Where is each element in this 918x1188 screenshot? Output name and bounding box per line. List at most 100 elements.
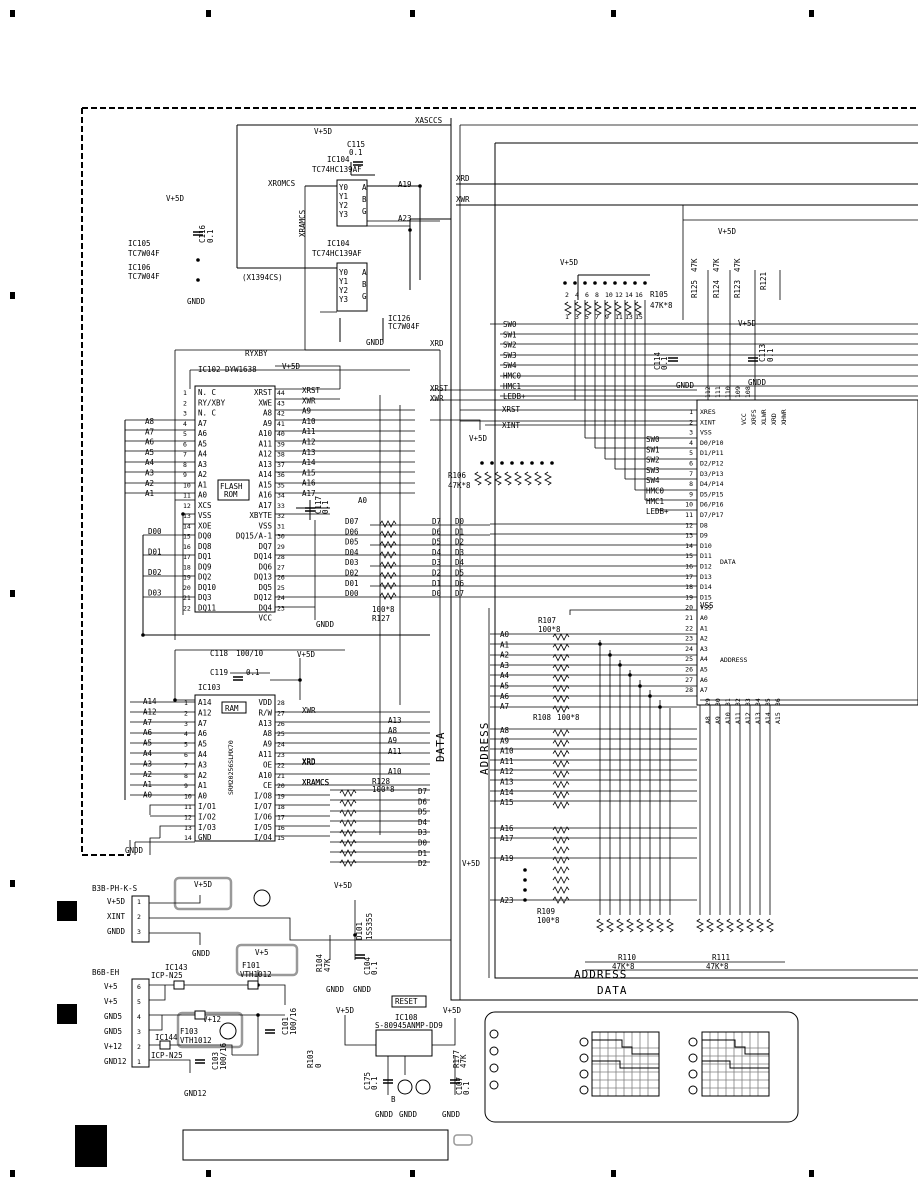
- big-ic-bottom-pin: A14: [764, 712, 772, 724]
- ic143-body: [173, 980, 185, 990]
- ic102-left-num: 17: [183, 553, 191, 561]
- ram-left-net: A4: [143, 749, 153, 758]
- big-ic-num: 23: [685, 635, 693, 643]
- ic102-left-pin: DQ0: [198, 532, 212, 541]
- r105-element: [604, 301, 612, 316]
- ic103-left-num: 9: [184, 782, 188, 790]
- junction-dot: [613, 281, 617, 285]
- r111-element: [726, 918, 734, 933]
- big-ic-num: 24: [685, 645, 693, 653]
- r110-val: 47K*8: [612, 962, 635, 971]
- junction-dot: [583, 281, 587, 285]
- ram-right-net: A8: [388, 726, 398, 735]
- ram-right-net: XWR: [302, 706, 316, 715]
- ic102-left-num: 21: [183, 594, 191, 602]
- r127-element: [379, 540, 397, 549]
- net-xrd-2: XRD: [430, 339, 444, 348]
- gndd-label: GNDD: [326, 985, 345, 994]
- big-ic-num: 21: [685, 614, 693, 622]
- rom-data-net: D00: [148, 527, 162, 536]
- r107-element: [552, 705, 570, 713]
- rom-dq-net: D02: [345, 569, 359, 578]
- sw-net: SW1: [503, 330, 517, 339]
- reset-box: [391, 995, 427, 1008]
- big-ic-num: 6: [689, 460, 693, 468]
- r111-element: [766, 918, 774, 933]
- r105-pin-num: 7: [595, 313, 599, 321]
- c116-symbol: [193, 231, 203, 236]
- c175-symbol: [383, 1079, 393, 1084]
- ic102-left-num: 20: [183, 584, 191, 592]
- ic103-ref: IC103: [198, 683, 221, 692]
- r104-val: 47K: [323, 958, 332, 972]
- c107-ref: C107: [455, 1077, 464, 1095]
- r127-ref: R127: [372, 614, 390, 623]
- addr-bus-label-3: A19: [500, 854, 514, 863]
- r105-element: [594, 301, 602, 316]
- ic103-right-num: 15: [277, 834, 285, 842]
- ic144-ref: IC144: [155, 1033, 178, 1042]
- big-ic-pin: D5/P15: [700, 490, 724, 498]
- big-ic-num: 26: [685, 666, 693, 674]
- r109-element: [552, 846, 570, 854]
- page-corner-block: [75, 1125, 107, 1167]
- addr-bus-label-3: A16: [500, 824, 514, 833]
- r110-element: [656, 918, 664, 933]
- rom-right-net: A17: [302, 489, 316, 498]
- ic103-left-pin: I/O3: [198, 823, 216, 832]
- f101-body: [247, 980, 259, 990]
- ic102-left-pin: DQ10: [198, 583, 217, 592]
- addr-bus-label: A6: [500, 692, 510, 701]
- big-ic-bottom-pin: A9: [714, 716, 722, 724]
- r124-val: 47K: [712, 258, 721, 272]
- ic103-left-num: 14: [184, 834, 192, 842]
- b6b-pin-label: V+5: [104, 997, 118, 1006]
- power-label-v: V+5D: [560, 258, 579, 267]
- big-ic-num: 10: [685, 501, 693, 509]
- ram-right-net: A10: [388, 767, 402, 776]
- big-ic-top-name: XRFS: [750, 409, 758, 425]
- gndd-label: GNDD: [316, 620, 335, 629]
- ic103-right-num: 28: [277, 699, 285, 707]
- c118-val: 100/10: [236, 649, 264, 658]
- net-xwr-2: XWR: [430, 394, 444, 403]
- r123-ref: R123: [733, 280, 742, 298]
- ic103-right-num: 24: [277, 741, 285, 749]
- r106-element: [484, 471, 492, 486]
- r107-element: [552, 653, 570, 662]
- ram-left-net: A5: [143, 739, 152, 748]
- gndd-label: GNDD: [442, 1110, 461, 1119]
- rom-right-net: A11: [302, 427, 316, 436]
- big-ic-top-name: XRD: [770, 413, 778, 425]
- ic104a-body: [336, 179, 368, 227]
- rom-right-net: A14: [302, 458, 316, 467]
- r105-pin-num: 1: [565, 313, 569, 321]
- big-ic-bottom-pin: A11: [734, 712, 742, 724]
- sw-net: SW0: [503, 320, 517, 329]
- net-x1394: (X1394CS): [242, 273, 283, 282]
- r121-ref: R121: [759, 272, 768, 290]
- big-ic-bottom-pin: A13: [754, 712, 762, 724]
- ram-data-net: D2: [418, 859, 427, 868]
- big-ic-pin: D13: [700, 573, 712, 581]
- ic102-right-num: 24: [277, 594, 285, 602]
- ic103-left-pin: A14: [198, 698, 212, 707]
- junction-dot: [196, 278, 200, 282]
- ram-box: [221, 701, 247, 714]
- ic102-right-pin: A16: [258, 491, 272, 500]
- ic108-ref: IC108: [395, 1013, 418, 1022]
- ic102-right-num: 42: [277, 410, 285, 418]
- ram-data-net: D1: [418, 849, 427, 858]
- ic103-part: SRM20256SLMX70: [227, 740, 235, 795]
- data-bus-label: D6: [432, 527, 442, 536]
- big-ic-pin: A3: [700, 645, 708, 653]
- junction-dot: [623, 281, 627, 285]
- ic104a-pin: Y2: [339, 201, 348, 210]
- junction-dot: [523, 888, 527, 892]
- rom-addr-net: A1: [145, 489, 154, 498]
- junction-dot: [480, 461, 484, 465]
- r105-ref: R105: [650, 290, 668, 299]
- r105-pin-num: 5: [585, 313, 589, 321]
- data-bus-label: D3: [432, 558, 441, 567]
- junction-dot: [530, 461, 534, 465]
